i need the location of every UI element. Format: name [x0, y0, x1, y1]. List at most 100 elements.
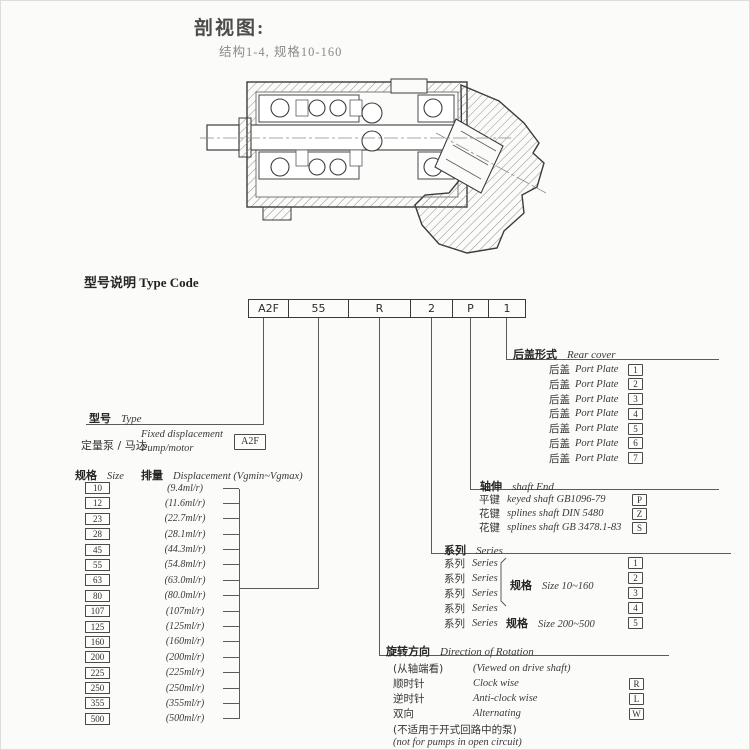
- rotation-row: 顺时针 Clock wise R: [393, 677, 644, 690]
- size-box: 55: [85, 558, 110, 571]
- displacement-row: (9.4ml/r): [147, 482, 239, 494]
- rear-cover-row-en: Port Plate: [575, 364, 619, 375]
- connector-line: [379, 318, 380, 655]
- code-box: 1: [628, 557, 643, 569]
- size-box: 12: [85, 497, 110, 510]
- section-model-heading: 型号 Type: [89, 409, 142, 427]
- size-box: 23: [85, 512, 110, 525]
- size-box: 500: [85, 712, 110, 725]
- displacement-row: (54.8ml/r): [147, 559, 239, 571]
- size-box: 200: [85, 651, 110, 664]
- size-box: 63: [85, 574, 110, 587]
- displacement-row: (125ml/r): [147, 621, 239, 633]
- code-box: 1: [628, 363, 643, 376]
- size-box-column: 10 12 23 28 45 55 63 80 107 125 160 200 …: [85, 482, 110, 728]
- displacement-row: (28.1ml/r): [147, 528, 239, 540]
- type-code-boxes: A2F 55 R 2 P 1: [248, 299, 526, 318]
- displacement-row: (355ml/r): [147, 697, 239, 709]
- size-box: 225: [85, 666, 110, 679]
- connector-line: [506, 318, 507, 359]
- type-code-cell-size: 55: [289, 299, 349, 318]
- displacement-row: (225ml/r): [147, 667, 239, 679]
- rotation-note-en: (not for pumps in open circuit): [393, 737, 522, 748]
- type-code-cell-pump: A2F: [248, 299, 289, 318]
- rotation-heading-en: Direction of Rotation: [440, 646, 534, 658]
- code-box: W: [629, 707, 644, 720]
- size-box: 355: [85, 697, 110, 710]
- type-code-cell-shaft: P: [453, 299, 489, 318]
- shaft-end-row: 花键 splines shaft DIN 5480 Z: [479, 507, 647, 520]
- size-header: 规格 Size: [75, 469, 124, 482]
- connector-line: [318, 318, 319, 588]
- section-rule: [470, 489, 719, 490]
- displacement-row: (11.6ml/r): [147, 497, 239, 509]
- rear-cover-row: 后盖 Port Plate 3: [549, 393, 643, 406]
- size-box: 10: [85, 482, 110, 494]
- page-title: 剖视图:: [194, 18, 266, 39]
- section-rotation-heading: 旋转方向 Direction of Rotation: [386, 642, 534, 660]
- series-row: 系列 Series: [444, 573, 498, 585]
- displacement-header: 排量 Displacement (Vgmin~Vgmax): [141, 469, 303, 482]
- model-heading-zh: 型号: [89, 412, 111, 425]
- code-box: 2: [628, 572, 643, 584]
- section-shaft-end-heading: 轴伸 shaft End: [480, 477, 554, 495]
- displacement-row: (63.0ml/r): [147, 574, 239, 586]
- shaft-end-heading-en: shaft End: [512, 481, 554, 493]
- section-shaft-end: 平键 keyed shaft GB1096-79 P 花键 splines sh…: [479, 493, 647, 534]
- code-box: 4: [628, 602, 643, 614]
- section-rotation: (从轴端看) (Viewed on drive shaft) 顺时针 Clock…: [393, 662, 644, 748]
- type-code-heading-en: Type Code: [139, 275, 199, 290]
- section-rule: [431, 553, 731, 554]
- displacement-row: (200ml/r): [147, 651, 239, 663]
- model-code-box: A2F: [234, 434, 266, 450]
- section-series-heading: 系列 Series: [444, 541, 503, 559]
- size-box: 80: [85, 589, 110, 602]
- shaft-end-row: 平键 keyed shaft GB1096-79 P: [479, 493, 647, 506]
- rear-cover-row: 后盖 Port Plate 6: [549, 437, 643, 450]
- type-code-cell-rotation: R: [349, 299, 411, 318]
- section-rule: [86, 424, 264, 425]
- size-box: 107: [85, 605, 110, 618]
- rear-cover-row: 后盖 Port Plate 5: [549, 422, 643, 435]
- displacement-row: (160ml/r): [147, 636, 239, 648]
- displacement-row: (500ml/r): [147, 713, 239, 725]
- displacement-column: (9.4ml/r) (11.6ml/r) (22.7ml/r) (28.1ml/…: [147, 482, 239, 728]
- rear-cover-row: 后盖 Port Plate 2: [549, 378, 643, 391]
- section-series: 系列 Series 系列 Series 系列 Series 系列 Series …: [444, 557, 519, 630]
- section-rear-cover: 后盖 Port Plate 1 后盖 Port Plate 2 后盖 Port …: [549, 363, 643, 465]
- rear-cover-row: 后盖 Port Plate 4: [549, 407, 643, 420]
- displacement-row: (80.0ml/r): [147, 590, 239, 602]
- series-row: 系列 Series: [444, 603, 498, 615]
- type-code-heading: 型号说明 Type Code: [84, 272, 199, 291]
- code-box: Z: [632, 507, 647, 520]
- shaft-end-heading-zh: 轴伸: [480, 480, 502, 493]
- code-box: R: [629, 677, 644, 690]
- model-label-en2: Pump/motor: [141, 443, 194, 454]
- displacement-row: (250ml/r): [147, 682, 239, 694]
- code-box: 3: [628, 587, 643, 599]
- series-group-bracket: [500, 557, 507, 607]
- rotation-heading-zh: 旋转方向: [386, 645, 430, 658]
- connector-line: [431, 318, 432, 553]
- connector-line: [239, 489, 240, 719]
- series-group-label: 规格 Size 10~160: [510, 579, 594, 592]
- section-rule: [506, 359, 719, 360]
- code-box: 5: [628, 617, 643, 629]
- series-heading-zh: 系列: [444, 544, 466, 557]
- rotation-row: 逆时针 Anti-clock wise L: [393, 692, 644, 705]
- code-box: 5: [628, 422, 643, 435]
- bearing-ball: [270, 98, 290, 118]
- connector-line: [239, 588, 319, 589]
- type-code-cell-cover: 1: [489, 299, 526, 318]
- series-row: 系列 Series: [444, 558, 498, 570]
- rear-cover-heading-en: Rear cover: [567, 349, 616, 361]
- size-box: 125: [85, 620, 110, 633]
- type-code-heading-zh: 型号说明: [84, 276, 137, 291]
- series-row: 系列 Series: [444, 588, 498, 600]
- model-label-en1: Fixed displacement: [141, 429, 223, 440]
- series-group5-label: 规格 Size 200~500: [506, 617, 595, 630]
- displacement-row: (22.7ml/r): [147, 513, 239, 525]
- model-heading-en: Type: [121, 413, 142, 425]
- drive-shaft: [206, 124, 240, 151]
